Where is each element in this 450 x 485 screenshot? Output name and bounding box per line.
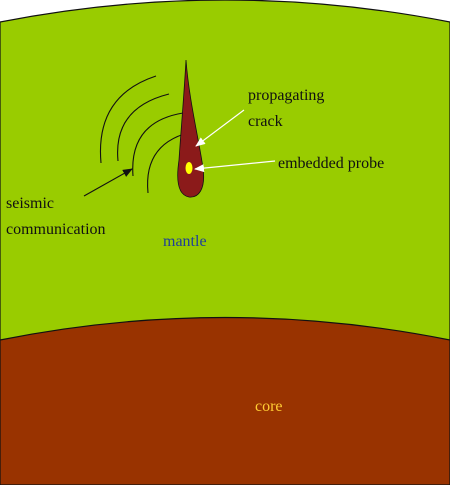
probe-arrow [194,160,276,173]
seismic-wave-arc [117,93,170,162]
crack-label-line1: propagating [248,87,325,104]
seismic-wave-arc [99,75,157,164]
embedded-probe [185,162,193,174]
probe-label: embedded probe [278,155,385,172]
seismic-label-line1: seismic [6,195,54,212]
seismic-wave-arc [132,112,184,177]
propagating-crack [177,59,205,198]
crack-arrow [195,109,245,147]
seismic-label-line2: communication [6,221,106,238]
mantle-label: mantle [163,233,207,250]
core-layer [0,316,450,485]
crack-label-line2: crack [248,113,283,130]
core-label: core [255,398,283,415]
seismic-arrow [83,168,133,197]
